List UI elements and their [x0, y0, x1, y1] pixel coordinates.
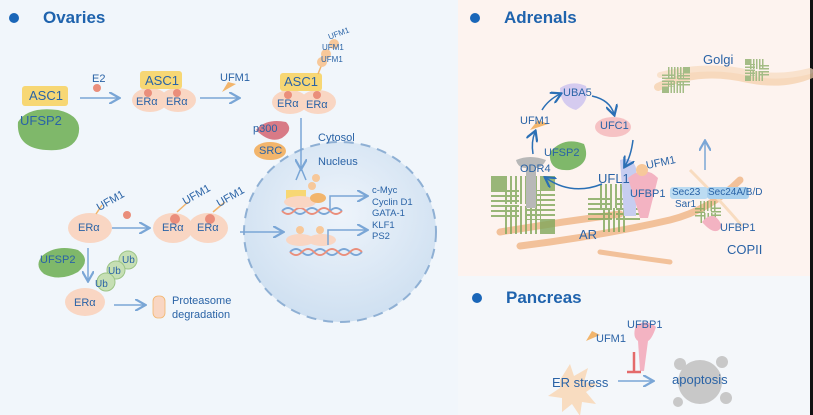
era-label: ERα — [306, 99, 328, 111]
cytosol-label: Cytosol — [318, 132, 355, 144]
odr4-label: ODR4 — [520, 163, 551, 175]
era-label: ERα — [78, 222, 100, 234]
ufbp1-shape — [628, 171, 658, 218]
ufl1-label: UFL1 — [598, 171, 630, 186]
apoptosis-cell-icon — [673, 356, 732, 407]
sar1-label: Sar1 — [675, 199, 697, 210]
uba5-shape — [560, 83, 587, 110]
gene-label: GATA-1 — [372, 208, 405, 219]
src-shape — [254, 142, 286, 160]
er-stress-label: ER stress — [552, 375, 609, 390]
era-label: ERα — [166, 96, 188, 108]
degradation-label: degradation — [172, 309, 231, 321]
ovaries-heading: Ovaries — [9, 8, 105, 28]
copii-label: COPII — [727, 242, 763, 257]
pancreas-title: Pancreas — [506, 288, 582, 307]
bullet-icon — [472, 293, 482, 303]
ufsp2-label: UFSP2 — [20, 113, 62, 128]
sec23-label: Sec23 — [672, 187, 701, 198]
asc1-box — [22, 86, 68, 106]
gene-label: KLF1 — [372, 219, 395, 231]
e2-label: E2 — [92, 73, 106, 85]
era-label: ERα — [277, 98, 299, 110]
ub-label: Ub — [95, 279, 108, 290]
nucleus-label: Nucleus — [318, 156, 358, 168]
dna-upper — [281, 207, 343, 215]
uba5-label: UBA5 — [563, 87, 592, 99]
ufbp1-label: UFBP1 — [720, 222, 756, 234]
gene-label: c-Myc — [372, 185, 398, 196]
ufsp2-label: UFSP2 — [40, 254, 76, 266]
target-genes-list: c-Myc Cyclin D1 GATA-1 KLF1 PS2 — [372, 185, 413, 243]
ufm1-label: UFM1 — [220, 72, 250, 84]
p300-shape — [256, 121, 290, 140]
er-stress-burst — [548, 364, 598, 415]
ufl1-shape — [620, 159, 636, 216]
ufm1-label: UFM1 — [322, 43, 344, 52]
ub-label: Ub — [108, 266, 121, 277]
bullet-icon — [9, 13, 19, 23]
golgi-shape — [654, 59, 813, 93]
p300-label: p300 — [253, 123, 278, 135]
era-label: ERα — [197, 222, 219, 234]
dna-lower — [289, 248, 363, 256]
ovaries-title: Ovaries — [43, 8, 106, 27]
ufc1-shape — [595, 117, 631, 137]
asc1-label: ASC1 — [284, 74, 318, 89]
adrenals-title: Adrenals — [504, 8, 577, 27]
e2-ligand — [93, 84, 101, 92]
pancreas-heading: Pancreas — [472, 288, 582, 308]
era-label: ERα — [74, 297, 96, 309]
asc1-label: ASC1 — [29, 88, 63, 103]
bullet-icon — [470, 13, 480, 23]
era-label: ERα — [136, 96, 158, 108]
ufbp1-pancreas — [634, 322, 656, 371]
ufsp2-blob — [17, 109, 80, 151]
ufbp1-label: UFBP1 — [630, 188, 666, 200]
gene-label: Cyclin D1 — [372, 196, 413, 208]
pancreas-panel — [458, 276, 810, 415]
ufbp1-label: UFBP1 — [627, 319, 663, 331]
ufm1-label: UFM1 — [596, 333, 626, 345]
ufc1-label: UFC1 — [600, 120, 629, 132]
sec24-label: Sec24A/B/D — [708, 187, 763, 198]
ufsp2-adrenal — [549, 141, 587, 171]
apoptosis-label: apoptosis — [672, 372, 728, 387]
ub-label: Ub — [122, 255, 135, 266]
ufsp2-label: UFSP2 — [544, 147, 580, 159]
gene-label: PS2 — [372, 231, 390, 242]
era-label: ERα — [162, 222, 184, 234]
src-label: SRC — [259, 145, 283, 157]
ufm1-label: UFM1 — [321, 55, 343, 64]
proteasome-label: Proteasome — [172, 295, 232, 307]
adrenals-heading: Adrenals — [470, 8, 577, 28]
proteasome-icon — [152, 295, 166, 319]
golgi-label: Golgi — [703, 52, 734, 67]
ufm1-label: UFM1 — [520, 115, 550, 127]
odr4-shape — [516, 157, 546, 208]
asc1-label: ASC1 — [145, 73, 179, 88]
ar-label: AR — [579, 227, 598, 242]
right-border — [810, 0, 813, 415]
